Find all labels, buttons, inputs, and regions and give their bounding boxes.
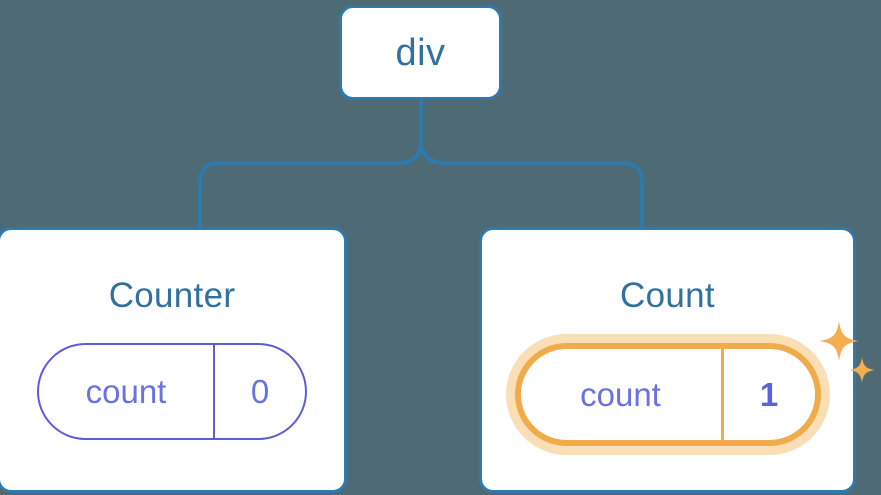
connector-right-branch (419, 98, 644, 229)
node-counter[interactable]: Counter count 0 (0, 227, 347, 493)
count-state-wrap: count 1 (514, 321, 875, 446)
node-counter-title: Counter (108, 276, 236, 315)
state-key: count (580, 376, 661, 413)
sparkle-large-icon (818, 321, 859, 361)
state-value: 0 (213, 345, 305, 438)
node-count-title: Count (620, 276, 715, 315)
node-div-label: div (395, 31, 446, 74)
connector-left-branch (198, 98, 423, 229)
state-pill-count[interactable]: count 0 (37, 343, 307, 440)
counter-state-wrap: count 0 (37, 343, 307, 440)
state-pill-count-highlighted[interactable]: count 1 (514, 343, 821, 446)
node-div[interactable]: div (339, 5, 502, 100)
node-count[interactable]: Count count 1 (479, 227, 875, 493)
state-value: 1 (720, 349, 815, 440)
state-key: count (85, 373, 167, 410)
